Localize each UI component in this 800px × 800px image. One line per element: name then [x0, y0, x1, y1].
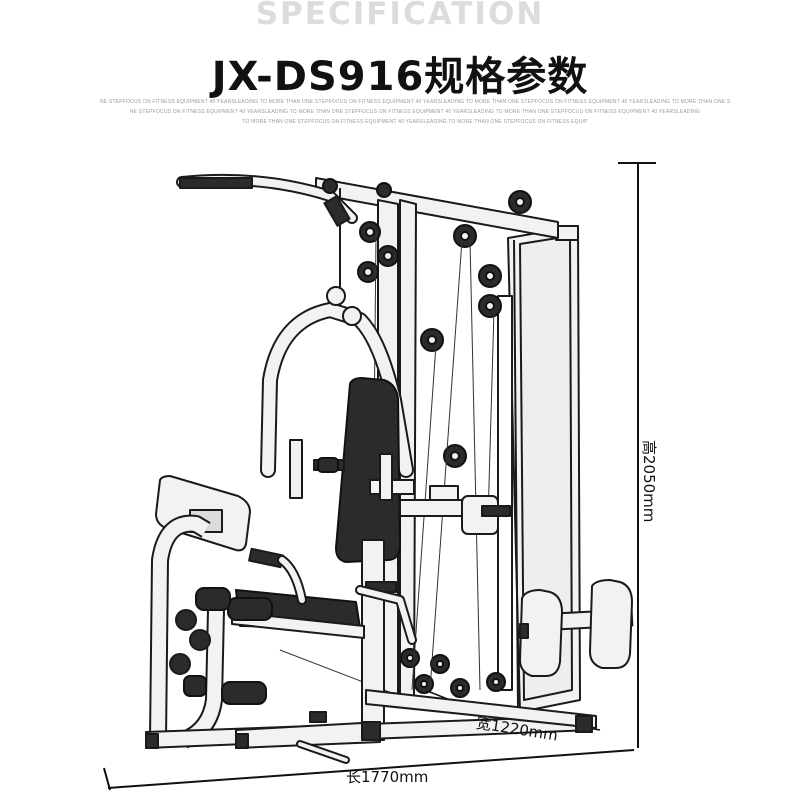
base-frame	[145, 689, 597, 764]
roller-pads	[317, 457, 339, 473]
seat-assembly	[231, 539, 417, 741]
weight-stack-tower	[497, 225, 581, 713]
specification-eyebrow: SPECIFICATION	[255, 0, 545, 32]
fine-print-line-3: TO MORE THAN ONE STEPFOCUS ON FITNESS EQ…	[242, 119, 588, 125]
length-dimension-line	[103, 749, 635, 791]
height-dimension-label: 高2050mm	[640, 440, 658, 523]
weight-plates	[519, 579, 634, 677]
press-handles	[313, 459, 511, 535]
length-dimension-label: 长1770mm	[346, 768, 429, 786]
height-dimension-line	[618, 162, 656, 748]
back-pad	[335, 377, 415, 563]
fine-print-line-2: NE STEPFOCUS ON FITNESS EQUIPMENT 40 YEA…	[129, 109, 701, 115]
lat-pulldown-bar	[176, 173, 358, 227]
page-title: JX-DS916规格参数	[211, 54, 589, 100]
fine-print-line-1: NE STEPFOCUS ON FITNESS EQUIPMENT 40 YEA…	[100, 99, 730, 105]
